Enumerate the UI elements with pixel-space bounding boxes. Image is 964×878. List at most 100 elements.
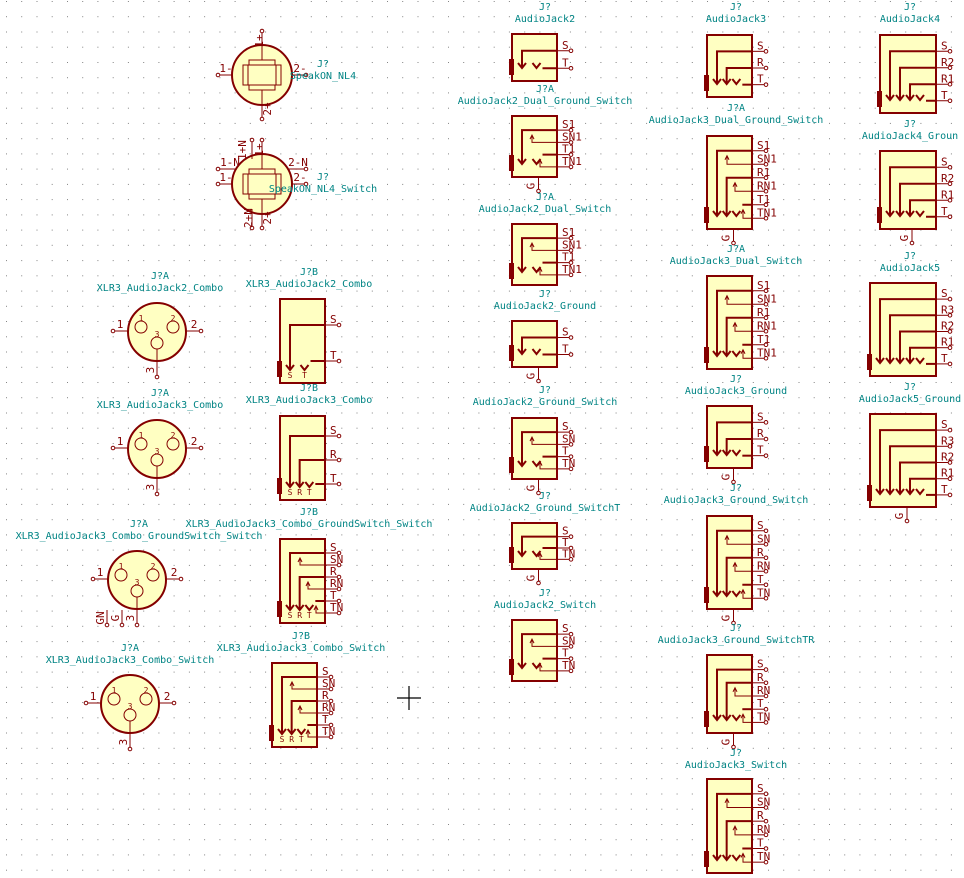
symbol-audiojack3-dual-ground-switch[interactable]: S1SN1R1RN1T1TN1GJ?AAudioJack3_Dual_Groun…	[649, 103, 824, 246]
pin-endpoint[interactable]	[947, 492, 953, 498]
pin-endpoint[interactable]	[763, 288, 769, 294]
pin-endpoint[interactable]	[947, 48, 953, 54]
pin-endpoint[interactable]	[259, 137, 265, 143]
pin-endpoint[interactable]	[909, 240, 915, 246]
pin-endpoint[interactable]	[568, 454, 574, 459]
pin-endpoint[interactable]	[731, 479, 736, 485]
pin-endpoint[interactable]	[127, 746, 133, 752]
pin-endpoint[interactable]	[178, 576, 184, 582]
pin-endpoint[interactable]	[763, 436, 769, 442]
pin-endpoint[interactable]	[763, 355, 769, 361]
pin-endpoint[interactable]	[259, 28, 265, 34]
pin-endpoint[interactable]	[336, 586, 342, 592]
pin-endpoint[interactable]	[198, 328, 204, 334]
pin-endpoint[interactable]	[568, 466, 574, 472]
pin-endpoint[interactable]	[731, 620, 736, 626]
pin-endpoint[interactable]	[568, 429, 574, 435]
pin-endpoint[interactable]	[328, 710, 334, 716]
pin-endpoint[interactable]	[947, 329, 953, 334]
pin-endpoint[interactable]	[763, 706, 769, 712]
pin-endpoint[interactable]	[259, 225, 265, 231]
pin-endpoint[interactable]	[763, 420, 769, 425]
pin-endpoint[interactable]	[90, 576, 96, 582]
pin-endpoint[interactable]	[568, 48, 574, 54]
pin-endpoint[interactable]	[763, 805, 769, 810]
pin-endpoint[interactable]	[763, 82, 769, 87]
pin-endpoint[interactable]	[763, 595, 769, 601]
pin-endpoint[interactable]	[568, 235, 574, 241]
pin-endpoint[interactable]	[328, 698, 334, 704]
pin-endpoint[interactable]	[328, 686, 334, 692]
pin-endpoint[interactable]	[763, 65, 769, 71]
pin-endpoint[interactable]	[328, 722, 334, 728]
pin-endpoint[interactable]	[947, 197, 953, 203]
pin-endpoint[interactable]	[763, 148, 769, 154]
pin-endpoint[interactable]	[171, 700, 177, 706]
pin-endpoint[interactable]	[568, 152, 574, 157]
pin-endpoint[interactable]	[947, 427, 953, 433]
pin-endpoint[interactable]	[947, 81, 953, 87]
pin-endpoint[interactable]	[731, 744, 736, 750]
pin-endpoint[interactable]	[303, 72, 309, 78]
pin-endpoint[interactable]	[568, 164, 574, 170]
pin-endpoint[interactable]	[336, 457, 342, 463]
pin-endpoint[interactable]	[947, 296, 953, 302]
pin-endpoint[interactable]	[947, 214, 953, 220]
pin-endpoint[interactable]	[763, 555, 769, 561]
pin-endpoint[interactable]	[215, 181, 221, 187]
pin-endpoint[interactable]	[568, 248, 574, 253]
pin-endpoint[interactable]	[249, 225, 255, 231]
pin-endpoint[interactable]	[568, 127, 574, 133]
pin-endpoint[interactable]	[568, 260, 574, 265]
pin-endpoint[interactable]	[259, 116, 265, 122]
pin-endpoint[interactable]	[763, 202, 769, 208]
pin-endpoint[interactable]	[763, 528, 769, 534]
pin-endpoint[interactable]	[110, 328, 116, 334]
pin-endpoint[interactable]	[947, 345, 953, 351]
pin-endpoint[interactable]	[763, 720, 769, 725]
pin-endpoint[interactable]	[763, 215, 769, 221]
pin-endpoint[interactable]	[763, 859, 769, 865]
pin-endpoint[interactable]	[536, 490, 541, 496]
pin-endpoint[interactable]	[336, 598, 342, 604]
pin-endpoint[interactable]	[763, 315, 769, 321]
pin-endpoint[interactable]	[947, 361, 953, 367]
pin-endpoint[interactable]	[763, 667, 769, 672]
pin-endpoint[interactable]	[568, 352, 574, 357]
pin-endpoint[interactable]	[198, 445, 204, 451]
pin-endpoint[interactable]	[568, 631, 574, 637]
pin-endpoint[interactable]	[303, 166, 309, 172]
pin-endpoint[interactable]	[568, 140, 574, 145]
pin-endpoint[interactable]	[104, 622, 110, 628]
pin-endpoint[interactable]	[303, 181, 309, 187]
pin-endpoint[interactable]	[763, 680, 769, 686]
pin-endpoint[interactable]	[336, 574, 342, 580]
pin-endpoint[interactable]	[763, 175, 769, 181]
pin-endpoint[interactable]	[154, 374, 160, 380]
pin-endpoint[interactable]	[215, 166, 221, 172]
pin-endpoint[interactable]	[763, 188, 769, 194]
pin-endpoint[interactable]	[536, 188, 541, 194]
pin-endpoint[interactable]	[763, 342, 769, 348]
pin-endpoint[interactable]	[336, 322, 342, 328]
pin-endpoint[interactable]	[763, 328, 769, 334]
pin-endpoint[interactable]	[763, 693, 769, 699]
pin-endpoint[interactable]	[763, 49, 769, 54]
